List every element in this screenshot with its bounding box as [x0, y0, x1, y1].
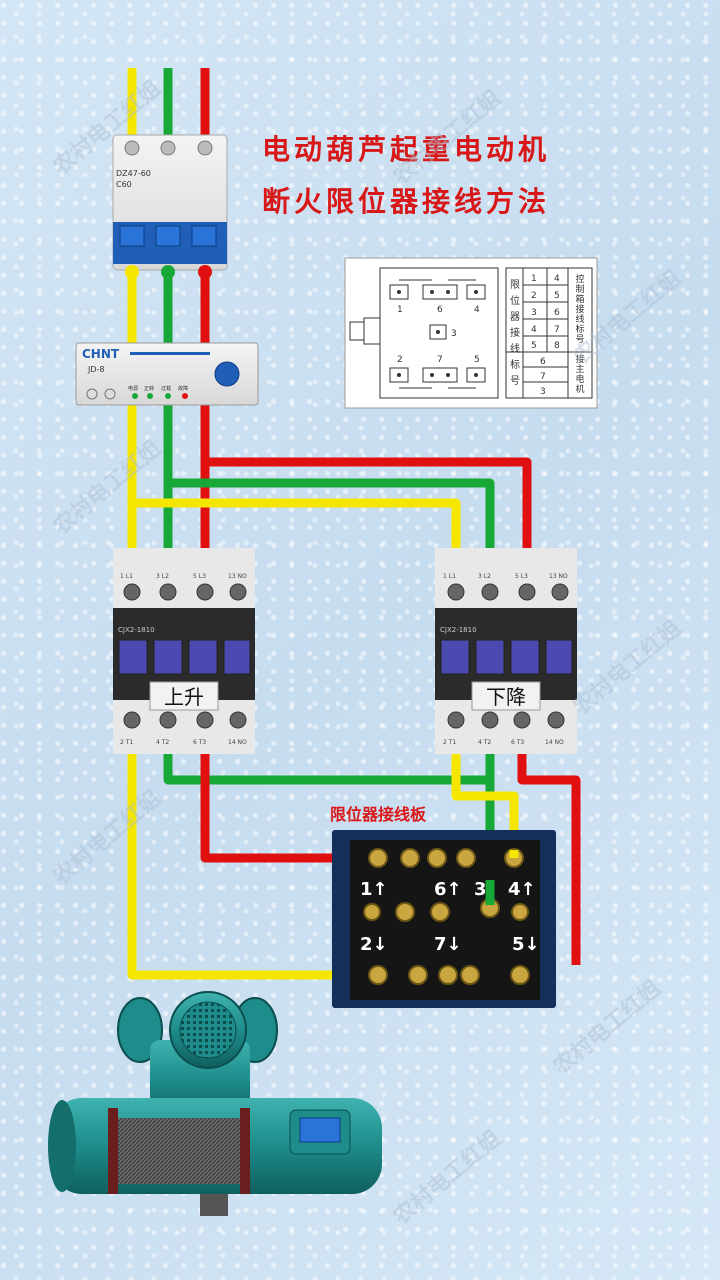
vlabel-right-bot-char: 主 — [575, 363, 584, 375]
schem-top-1: 1 — [397, 305, 403, 315]
breaker-model: DZ47-60 — [116, 169, 151, 178]
schem-top-6: 6 — [437, 305, 443, 315]
tbl-r1c0: 2 — [531, 291, 537, 301]
tbl-r1c1: 5 — [554, 291, 560, 301]
breaker-rating: C60 — [116, 180, 132, 189]
left-top-term-2: 5 L3 — [193, 573, 206, 580]
right-top-term-0: 1 L1 — [443, 573, 456, 580]
relay-led-2: 过载 — [161, 385, 171, 392]
vlabel-right-top-char: 标 — [575, 323, 584, 335]
tbl2-r1: 7 — [540, 372, 546, 382]
contactor-down-label: 下降 — [486, 685, 526, 709]
vlabel-left-char: 线 — [510, 342, 520, 355]
protection-relay: CHNT JD-8 电源 正转 过载 故障 — [75, 342, 259, 406]
vlabel-right-top-char: 号 — [575, 334, 584, 345]
schem-mid-3: 3 — [451, 329, 457, 339]
vlabel-right-bot-char: 电 — [575, 373, 584, 385]
tbl2-r0: 6 — [540, 357, 546, 367]
left-bot-term-3: 14 NO — [228, 739, 247, 746]
board-label-7: 7↓ — [434, 934, 462, 955]
right-bot-term-3: 14 NO — [545, 739, 564, 746]
right-top-term-1: 3 L2 — [478, 573, 491, 580]
board-label-4: 4↑ — [508, 879, 536, 900]
relay-led-3: 故障 — [178, 385, 188, 392]
schem-bot-5: 5 — [474, 355, 480, 365]
board-label-2: 2↓ — [360, 934, 388, 955]
board-label-6: 6↑ — [434, 879, 462, 900]
left-top-term-3: 13 NO — [228, 573, 247, 580]
vlabel-right-bot-char: 接 — [575, 353, 584, 365]
limit-board-title: 限位器接线板 — [330, 805, 427, 824]
vlabel-right-top-char: 线 — [575, 313, 584, 325]
schem-top-4: 4 — [474, 305, 480, 315]
hoist-motor — [48, 991, 382, 1216]
wire-yellow-right-out — [451, 720, 519, 858]
left-top-term-0: 1 L1 — [120, 573, 133, 580]
tbl-r3c1: 7 — [554, 325, 560, 335]
board-label-3: 3 — [474, 879, 487, 900]
tbl-r4c0: 5 — [531, 341, 537, 351]
wire-red-left-out — [200, 720, 378, 863]
diagram-title-line1: 电动葫芦起重电动机 — [262, 133, 551, 166]
relay-led-0: 电源 — [128, 385, 138, 392]
diagram-title-line2: 断火限位器接线方法 — [262, 185, 551, 218]
vlabel-left-char: 标 — [510, 359, 520, 371]
vlabel-right-top-char: 控 — [575, 273, 584, 285]
vlabel-left-char: 器 — [510, 311, 520, 323]
vlabel-left-char: 接 — [510, 326, 520, 339]
vlabel-right-top-char: 箱 — [575, 293, 584, 305]
schem-bot-7: 7 — [437, 355, 443, 365]
left-bot-term-1: 4 T2 — [156, 739, 169, 746]
contactor-up-label: 上升 — [164, 685, 204, 709]
wire-yellow-left-out — [127, 720, 378, 980]
schem-bot-2: 2 — [397, 355, 403, 365]
tbl-r4c1: 8 — [554, 341, 560, 351]
vlabel-left-char: 位 — [510, 294, 520, 307]
relay-led-1: 正转 — [144, 385, 154, 392]
circuit-breaker: DZ47-60 C60 — [112, 134, 228, 279]
right-contactor-model: CJX2-1810 — [440, 626, 477, 634]
vlabel-right-top-char: 接 — [575, 303, 584, 315]
tbl-r3c0: 4 — [531, 325, 537, 335]
relay-brand: CHNT — [82, 347, 120, 361]
left-top-term-1: 3 L2 — [156, 573, 169, 580]
vlabel-left-char: 号 — [510, 375, 520, 387]
contactor-up: 1 L1 3 L2 5 L3 13 NO CJX2-1810 上升 2 T1 4… — [113, 548, 255, 754]
tbl-r2c1: 6 — [554, 308, 560, 318]
tbl-r0c1: 4 — [554, 274, 560, 284]
wire-red-to-right — [205, 457, 532, 590]
board-label-1: 1↑ — [360, 879, 388, 900]
left-bot-term-0: 2 T1 — [120, 739, 133, 746]
board-label-5: 5↓ — [512, 934, 540, 955]
tbl2-r2: 3 — [540, 387, 546, 397]
right-bot-term-2: 6 T3 — [511, 739, 524, 746]
limit-schematic: 1 6 4 3 2 7 5 1 4 2 5 3 6 4 7 5 — [344, 257, 598, 409]
relay-model: JD-8 — [87, 365, 105, 374]
right-bot-term-0: 2 T1 — [443, 739, 456, 746]
vlabel-left-char: 限 — [510, 279, 520, 291]
right-bot-term-1: 4 T2 — [478, 739, 491, 746]
right-top-term-3: 13 NO — [549, 573, 568, 580]
left-bot-term-2: 6 T3 — [193, 739, 206, 746]
left-contactor-model: CJX2-1810 — [118, 626, 155, 634]
right-top-term-2: 5 L3 — [515, 573, 528, 580]
limit-switch-board: 1↑ 6↑ 3 4↑ 2↓ 7↓ 5↓ — [332, 830, 556, 1008]
vlabel-right-bot-char: 机 — [575, 383, 584, 395]
vlabel-right-top-char: 制 — [575, 283, 584, 295]
tbl-r0c0: 1 — [531, 274, 537, 284]
tbl-r2c0: 3 — [531, 308, 537, 318]
contactor-down: 1 L1 3 L2 5 L3 13 NO CJX2-1810 下降 2 T1 4… — [435, 548, 577, 754]
